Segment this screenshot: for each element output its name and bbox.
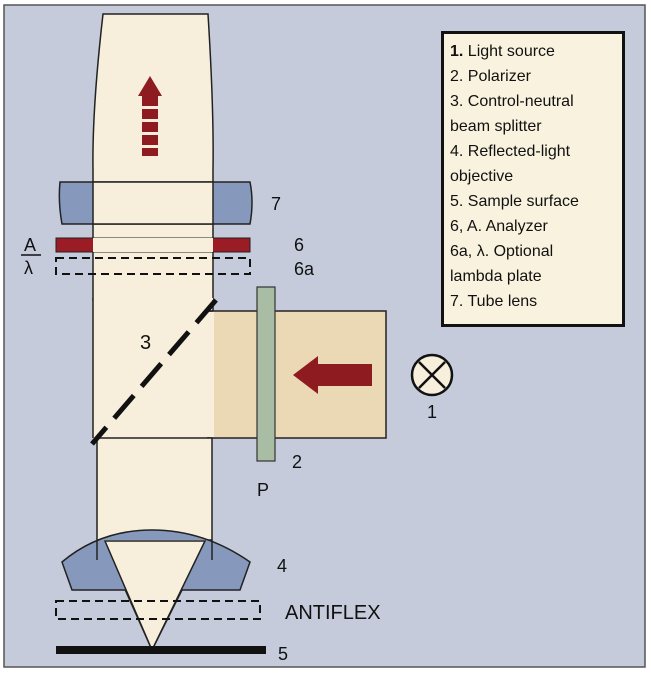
label-6a: 6a xyxy=(294,259,315,279)
label-6: 6 xyxy=(294,235,304,255)
legend-item: 1. Light source xyxy=(450,39,616,64)
polarizer-plate xyxy=(256,286,276,462)
legend-text: beam splitter xyxy=(450,118,542,135)
legend-item: 6, A. Analyzer xyxy=(450,214,616,239)
legend-number: 3. xyxy=(450,93,464,110)
analyzer-symbol: A xyxy=(24,235,36,255)
legend-number: 7. xyxy=(450,293,464,310)
legend-number: 5. xyxy=(450,193,464,210)
legend-item: lambda plate xyxy=(450,264,616,289)
light-source-icon xyxy=(410,353,454,397)
legend-item: 2. Polarizer xyxy=(450,64,616,89)
sample-surface xyxy=(56,646,266,654)
legend-box: 1. Light source 2. Polarizer 3. Control-… xyxy=(441,31,625,327)
legend-number: 6a, xyxy=(450,243,473,260)
tube-lens-center xyxy=(92,181,214,225)
legend-item: beam splitter xyxy=(450,114,616,139)
legend-text: objective xyxy=(450,168,514,185)
legend-text: Polarizer xyxy=(463,68,531,85)
legend-text: λ. Optional xyxy=(472,243,554,260)
legend-number: 1. xyxy=(450,43,464,60)
upward-arrow xyxy=(138,76,162,156)
legend-text: Tube lens xyxy=(463,293,538,310)
label-5: 5 xyxy=(278,644,288,664)
legend-item: 7. Tube lens xyxy=(450,289,616,314)
legend-text: Control-neutral xyxy=(463,93,574,110)
legend-text: A. Analyzer xyxy=(463,218,548,235)
legend-item: 5. Sample surface xyxy=(450,189,616,214)
label-antiflex: ANTIFLEX xyxy=(285,602,381,624)
antiflex-plate xyxy=(55,600,261,620)
legend-item: 6a, λ. Optional xyxy=(450,239,616,264)
label-p: P xyxy=(257,480,269,500)
beam-splitter xyxy=(90,298,218,446)
light-path-lower xyxy=(96,437,213,541)
legend-number: 6, xyxy=(450,218,464,235)
analyzer-center xyxy=(93,238,213,252)
label-3: 3 xyxy=(140,332,151,354)
legend-number: 4. xyxy=(450,143,464,160)
lambda-symbol: λ xyxy=(24,258,33,278)
legend-item: 4. Reflected-light xyxy=(450,139,616,164)
legend-text: Light source xyxy=(463,43,555,60)
label-4: 4 xyxy=(277,556,287,576)
label-2: 2 xyxy=(292,452,302,472)
legend-text: lambda plate xyxy=(450,268,542,285)
label-1: 1 xyxy=(427,402,437,422)
light-cone-overlay xyxy=(103,540,207,652)
leftward-arrow xyxy=(293,356,372,394)
label-7: 7 xyxy=(271,194,281,214)
legend-item: 3. Control-neutral xyxy=(450,89,616,114)
legend-number: 2. xyxy=(450,68,464,85)
lambda-plate xyxy=(55,257,251,275)
legend-text: Reflected-light xyxy=(463,143,571,160)
legend-text: Sample surface xyxy=(463,193,579,210)
legend-item: objective xyxy=(450,164,616,189)
